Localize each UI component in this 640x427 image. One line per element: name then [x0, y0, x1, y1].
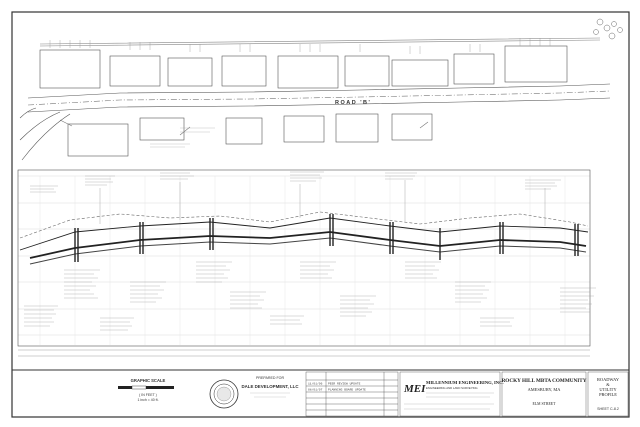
graphic-scale: GRAPHIC SCALE ( IN FEET ) 1 inch = 40 ft… [118, 378, 174, 402]
building [139, 117, 185, 141]
profile-view [17, 169, 596, 357]
driveway [19, 107, 37, 119]
building [504, 45, 568, 83]
road-edge-bottom [27, 97, 611, 113]
sheet-title-line: UTILITY [599, 387, 617, 392]
building [167, 57, 213, 87]
engineer-mark: MEI [403, 383, 426, 395]
project-city: AMESBURY, MA [528, 387, 562, 393]
building [344, 55, 390, 87]
engineer-seal [209, 379, 239, 409]
building [453, 53, 495, 85]
sheet-title-line: ROADWAY [597, 377, 620, 382]
graphic-scale-ratio: 1 inch = 40 ft. [137, 398, 158, 402]
existing-grade [19, 211, 589, 239]
building [277, 55, 339, 89]
revision-description: PEER REVIEW UPDATE [328, 383, 361, 386]
building [221, 55, 267, 87]
road-edge-top [27, 83, 611, 99]
road-label: ROAD 'B' [335, 100, 371, 106]
revision-table [305, 371, 399, 417]
project-block: ROCKY HILL MBTA COMMUNITY AMESBURY, MA E… [502, 371, 587, 417]
building [391, 113, 433, 141]
driveway [19, 111, 71, 161]
building [335, 113, 379, 143]
prepared-for-heading: PREPARED FOR [256, 376, 284, 380]
revision-date: 11/01/06 [308, 382, 323, 386]
sheet-number: SHEET C-8.2 [597, 407, 619, 411]
engineer-block: MEI MILLENNIUM ENGINEERING, INC. ENGINEE… [399, 371, 504, 417]
building [283, 115, 325, 143]
engineer-name: MILLENNIUM ENGINEERING, INC. [426, 380, 504, 385]
parking-stalls [39, 37, 601, 47]
building [67, 123, 129, 157]
sheet-title-line: PROFILE [599, 392, 617, 397]
sheet-border [11, 11, 630, 418]
profile-annotations [24, 169, 596, 331]
revision-date: 08/01/07 [308, 388, 323, 392]
plan-view [19, 18, 623, 161]
building [39, 49, 101, 89]
project-name: ROCKY HILL MBTA COMMUNITY [502, 378, 587, 384]
plan-annotations [150, 127, 215, 148]
sheet-title-line: & [606, 382, 610, 387]
graphic-scale-title: GRAPHIC SCALE [131, 378, 166, 383]
revision-description: PLANNING BOARD UPDATE [328, 389, 366, 392]
road-centerline [27, 90, 611, 106]
engineer-subtitle: ENGINEERING AND LAND SURVEYING [426, 386, 478, 390]
building [225, 117, 263, 145]
project-street: ELM STREET [533, 402, 557, 406]
prepared-for-company: DALE DEVELOPMENT, LLC [241, 384, 299, 389]
building [109, 55, 161, 87]
building [391, 59, 449, 87]
graphic-scale-units: ( IN FEET ) [139, 393, 157, 397]
sheet-title-block: ROADWAY & UTILITY PROFILE SHEET C-8.2 [587, 371, 629, 417]
